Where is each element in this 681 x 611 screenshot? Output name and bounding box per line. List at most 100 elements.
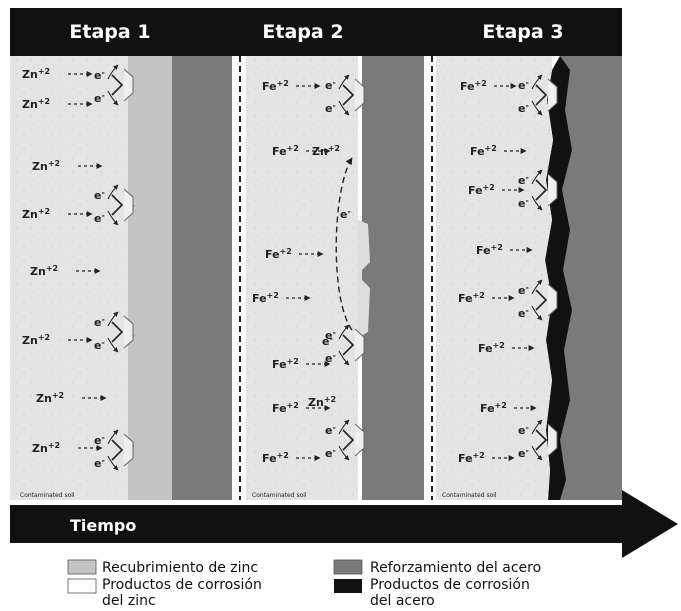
stage-1-soil-label: Contaminated soil <box>20 492 75 499</box>
stage-3-site-2-notch <box>547 173 558 207</box>
legend-label-zinc-coating: Recubrimiento de zinc <box>102 560 258 576</box>
stage-3-site-4-electron-bottom: e- <box>518 446 529 460</box>
legend-label-steel-products: Productos de corrosión del acero <box>370 577 534 609</box>
stage-2-iron-ion-4: Fe+2 <box>252 291 279 305</box>
stage-2-site-1-notch <box>354 78 365 112</box>
stage-1-zinc-ion-2: Zn+2 <box>22 97 50 111</box>
legend: Recubrimiento de zinc Productos de corro… <box>67 559 541 609</box>
ion-annotations: e-e-e-e-e-e-e-e-Zn+2Zn+2Zn+2Zn+2Zn+2Zn+2… <box>22 67 537 470</box>
stage-2-electron-flow-curve <box>335 157 353 331</box>
stage-2-soil-overlap <box>358 220 370 338</box>
time-label: Tiempo <box>70 516 136 535</box>
stage-2-site-2-electron-bottom: e- <box>325 351 336 365</box>
stage-3-iron-ion-2: Fe+2 <box>470 144 497 158</box>
stage-1-site-3-electron-top: e- <box>94 315 105 329</box>
stage-3-site-3-electron-bottom: e- <box>518 306 529 320</box>
stage-2-site-2-electron-top: e- <box>325 328 336 342</box>
stage-3-iron-ion-7: Fe+2 <box>480 401 507 415</box>
stage-1-site-1-notch <box>123 68 134 102</box>
legend-swatch-steel <box>333 559 363 575</box>
stage-3-site-4-notch <box>547 423 558 457</box>
legend-label-zinc-products-line-2: del zinc <box>102 593 156 609</box>
time-arrow <box>10 490 678 558</box>
stage-1-zinc-ion-6: Zn+2 <box>22 333 50 347</box>
stage-3-site-1-electron-bottom: e- <box>518 101 529 115</box>
stage-1-site-2-chevron <box>111 194 124 216</box>
stage-1-site-1-electron-bottom: e- <box>94 91 105 105</box>
stage-header-band <box>10 8 622 56</box>
stage-1-site-2-arc-top <box>107 184 119 200</box>
stage-1-site-2-arc-bottom <box>107 210 119 226</box>
legend-swatch-steel-products <box>334 579 362 593</box>
stage-2-site-3-electron-bottom: e- <box>325 446 336 460</box>
stage-3-site-1-arc-top <box>531 74 543 90</box>
stage-3-site-3-notch <box>547 283 558 317</box>
stage-1-steel <box>172 56 232 500</box>
legend-label-zinc-products-line-1: Productos de corrosión <box>102 577 262 593</box>
stage-1-zinc-coating <box>128 56 172 500</box>
stage-1-site-4-arc-bottom <box>107 455 119 471</box>
legend-swatch-zinc-coating <box>67 559 97 575</box>
stage-2-site-1-chevron <box>342 84 355 106</box>
stage-1-site-1-electron-top: e- <box>94 68 105 82</box>
stage-2-iron-ion-5: Fe+2 <box>272 357 299 371</box>
stage-1-site-3-notch <box>123 315 134 349</box>
stage-2-site-3-arc-bottom <box>338 445 350 461</box>
legend-swatch-zinc-products <box>67 578 97 594</box>
stage-2-site-1-arc-bottom <box>338 100 350 116</box>
stage-2-iron-ion-3: Fe+2 <box>265 247 292 261</box>
stage-2-site-1-arc-top <box>338 74 350 90</box>
stage-1-site-4-chevron <box>111 439 124 461</box>
stage-2-site-2-arc-top <box>338 324 350 340</box>
stage-2-site-3-chevron <box>342 429 355 451</box>
stage-3-site-3-electron-top: e- <box>518 283 529 297</box>
stage-2-site-2-arc-bottom <box>338 350 350 366</box>
stage-1-site-4-electron-top: e- <box>94 433 105 447</box>
stage-3-iron-ion-1: Fe+2 <box>460 79 487 93</box>
stage-3-iron-ion-8: Fe+2 <box>458 451 485 465</box>
stage-2-panel: Contaminated soil <box>234 56 424 500</box>
stage-3-iron-ion-6: Fe+2 <box>478 341 505 355</box>
stage-3-steel <box>560 56 622 500</box>
stage-3-site-1-notch <box>547 78 558 112</box>
stage-1-site-3-arc-bottom <box>107 337 119 353</box>
stage-2-title: Etapa 2 <box>262 21 343 43</box>
stage-2-site-2-chevron <box>342 334 355 356</box>
stage-1-site-4-electron-bottom: e- <box>94 456 105 470</box>
stage-3-site-1-arc-bottom <box>531 100 543 116</box>
stage-1-zinc-ion-4: Zn+2 <box>22 207 50 221</box>
stage-2-zinc-ion-2: Zn+2 <box>308 395 336 409</box>
stage-3-site-3-arc-bottom <box>531 305 543 321</box>
stage-3-steel-corrosion-products <box>545 56 572 500</box>
stage-1-site-2-electron-top: e- <box>94 188 105 202</box>
stage-2-soil-label: Contaminated soil <box>252 492 307 499</box>
stage-2-soil <box>246 56 366 500</box>
legend-label-steel: Reforzamiento del acero <box>370 560 541 576</box>
stage-1-site-4-notch <box>123 433 134 467</box>
stage-1-site-3-arc-top <box>107 311 119 327</box>
stage-3-title: Etapa 3 <box>482 21 563 43</box>
stage-2-steel <box>362 56 424 500</box>
stage-2-electron-bottom: e- <box>322 334 333 348</box>
stage-3-site-1-chevron <box>535 84 548 106</box>
stage-1-site-2-notch <box>123 188 134 222</box>
stage-2-iron-ion-7: Fe+2 <box>262 451 289 465</box>
stage-1-site-1-arc-bottom <box>107 90 119 106</box>
stage-3-site-4-arc-bottom <box>531 445 543 461</box>
stage-3-site-2-arc-bottom <box>531 195 543 211</box>
stage-3-site-2-arc-top <box>531 169 543 185</box>
stage-2-iron-ion-6: Fe+2 <box>272 401 299 415</box>
stage-3-iron-ion-3: Fe+2 <box>468 183 495 197</box>
stage-2-iron-ion-2: Fe+2 <box>272 144 299 158</box>
stage-3-site-2-electron-bottom: e- <box>518 196 529 210</box>
stage-1-zinc-ion-1: Zn+2 <box>22 67 50 81</box>
stage-3-site-3-chevron <box>535 289 548 311</box>
stage-3-iron-ion-5: Fe+2 <box>458 291 485 305</box>
stage-3-soil-label: Contaminated soil <box>442 492 497 499</box>
stage-2-site-3-arc-top <box>338 419 350 435</box>
stage-3-site-1-electron-top: e- <box>518 78 529 92</box>
stage-1-panel: Contaminated soil <box>10 56 232 500</box>
stage-1-site-3-chevron <box>111 321 124 343</box>
stage-1-site-2-electron-bottom: e- <box>94 211 105 225</box>
